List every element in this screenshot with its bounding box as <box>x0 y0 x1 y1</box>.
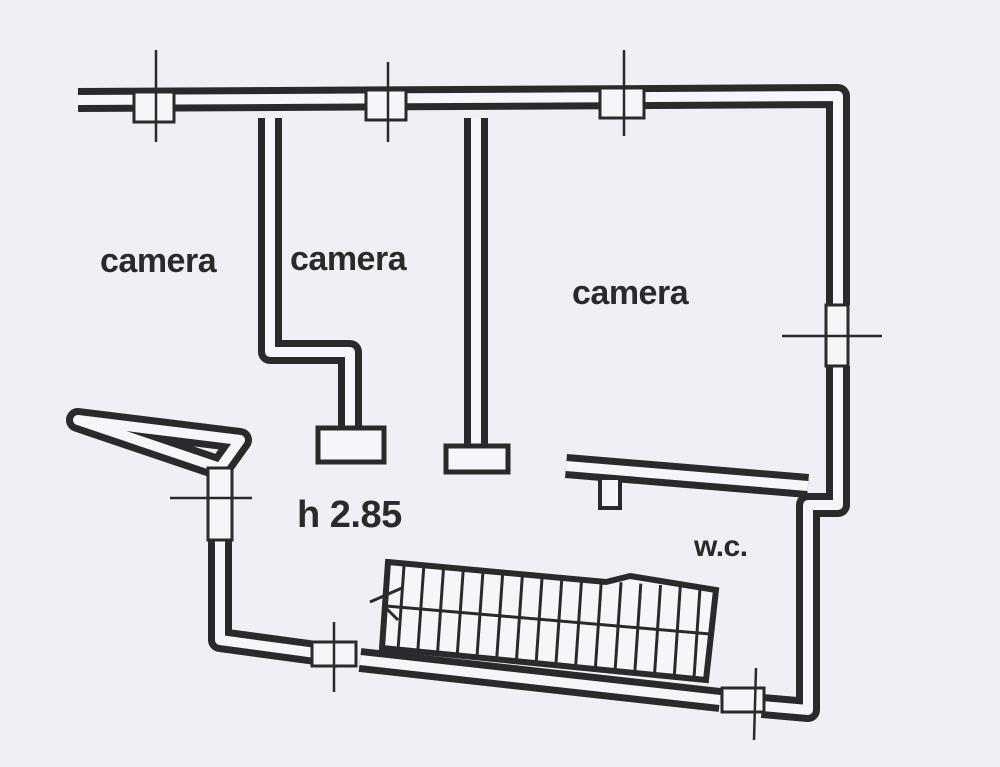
window-top-right <box>598 50 646 136</box>
stair-tread <box>534 576 544 664</box>
window-left <box>170 466 252 542</box>
wall-stub-bath <box>598 476 622 510</box>
room-label-bedroom-middle: camera <box>290 240 407 278</box>
outer-wall-core <box>73 91 843 715</box>
room-label-bedroom-right: camera <box>572 274 689 312</box>
partition-wall-bath-core <box>565 461 809 491</box>
stair-tread <box>633 583 643 673</box>
ceiling-height-label: h 2.85 <box>297 494 402 536</box>
staircase-arrow-b <box>384 606 400 622</box>
staircase-arrow-a <box>369 586 403 604</box>
stair-tread <box>435 568 445 654</box>
wall-stub-left <box>315 425 387 465</box>
staircase <box>369 558 720 684</box>
stair-tread <box>672 586 682 677</box>
stair-tread <box>593 580 603 669</box>
window-top-left <box>132 50 176 142</box>
stair-tread <box>613 582 623 671</box>
stair-tread <box>455 570 465 656</box>
wall-stub-middle <box>443 443 511 475</box>
room-label-bedroom-left: camera <box>100 242 217 280</box>
windows <box>132 50 882 741</box>
stair-tread <box>495 573 505 660</box>
stair-tread <box>692 587 702 679</box>
stair-tread <box>416 567 426 652</box>
stair-tread <box>653 584 663 675</box>
stair-tread <box>475 571 485 658</box>
stair-tread <box>514 574 524 662</box>
window-bottom-right <box>720 667 766 741</box>
window-bottom-left <box>310 622 358 692</box>
window-right <box>782 303 882 368</box>
window-top-middle <box>364 62 408 142</box>
stair-tread <box>554 577 564 666</box>
stair-tread <box>396 565 406 651</box>
partition-wall-left-core <box>265 118 355 432</box>
plan-walls <box>66 84 850 722</box>
room-label-bathroom: w.c. <box>694 530 748 563</box>
stair-tread <box>574 579 584 667</box>
